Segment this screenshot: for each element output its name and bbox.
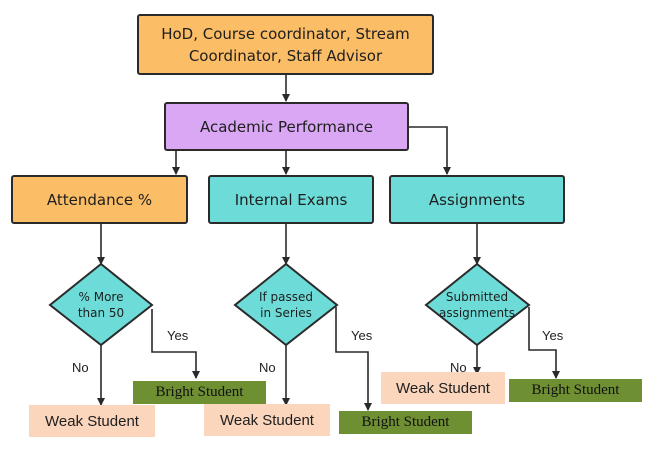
edge-label-attendance-yes: Yes bbox=[167, 328, 189, 343]
edge-label-attendance-no: No bbox=[72, 360, 89, 375]
weak-student-assignments: Weak Student bbox=[381, 372, 505, 404]
decision-diamond-attendance bbox=[48, 262, 154, 347]
edge-label-internal-yes: Yes bbox=[351, 328, 373, 343]
arrow-academic-to-assignments bbox=[409, 126, 451, 175]
arrow-internal-yes bbox=[335, 307, 372, 411]
attendance-box: Attendance % bbox=[11, 175, 188, 224]
assignments-box: Assignments bbox=[389, 175, 565, 224]
decision-diamond-assignments bbox=[424, 262, 531, 347]
internal-exams-label: Internal Exams bbox=[234, 190, 348, 209]
internal-exams-box: Internal Exams bbox=[208, 175, 374, 224]
decision-diamond-internal bbox=[233, 262, 339, 347]
edge-label-internal-no: No bbox=[259, 360, 276, 375]
academic-performance-label: Academic Performance bbox=[199, 117, 374, 136]
academic-performance-box: Academic Performance bbox=[164, 102, 409, 151]
edge-label-assignments-no: No bbox=[450, 360, 467, 375]
edge-label-assignments-yes: Yes bbox=[542, 328, 564, 343]
bright-student-attendance: Bright Student bbox=[133, 381, 266, 404]
attendance-label: Attendance % bbox=[46, 190, 153, 209]
decision-label-assignments: Submitted assignments bbox=[438, 290, 516, 320]
assignments-label: Assignments bbox=[428, 190, 526, 209]
stakeholders-label: HoD, Course coordinator, Stream Coordina… bbox=[161, 24, 410, 65]
bright-student-assignments: Bright Student bbox=[509, 379, 642, 402]
bright-student-internal: Bright Student bbox=[339, 411, 472, 434]
decision-label-internal: If passed in Series bbox=[258, 290, 314, 320]
weak-student-attendance: Weak Student bbox=[29, 405, 155, 437]
stakeholders-box: HoD, Course coordinator, Stream Coordina… bbox=[137, 14, 434, 75]
arrow-assignments-yes bbox=[528, 307, 560, 379]
weak-student-internal: Weak Student bbox=[204, 404, 330, 436]
arrow-attendance-yes bbox=[151, 309, 200, 379]
decision-label-attendance: % More than 50 bbox=[77, 290, 125, 320]
